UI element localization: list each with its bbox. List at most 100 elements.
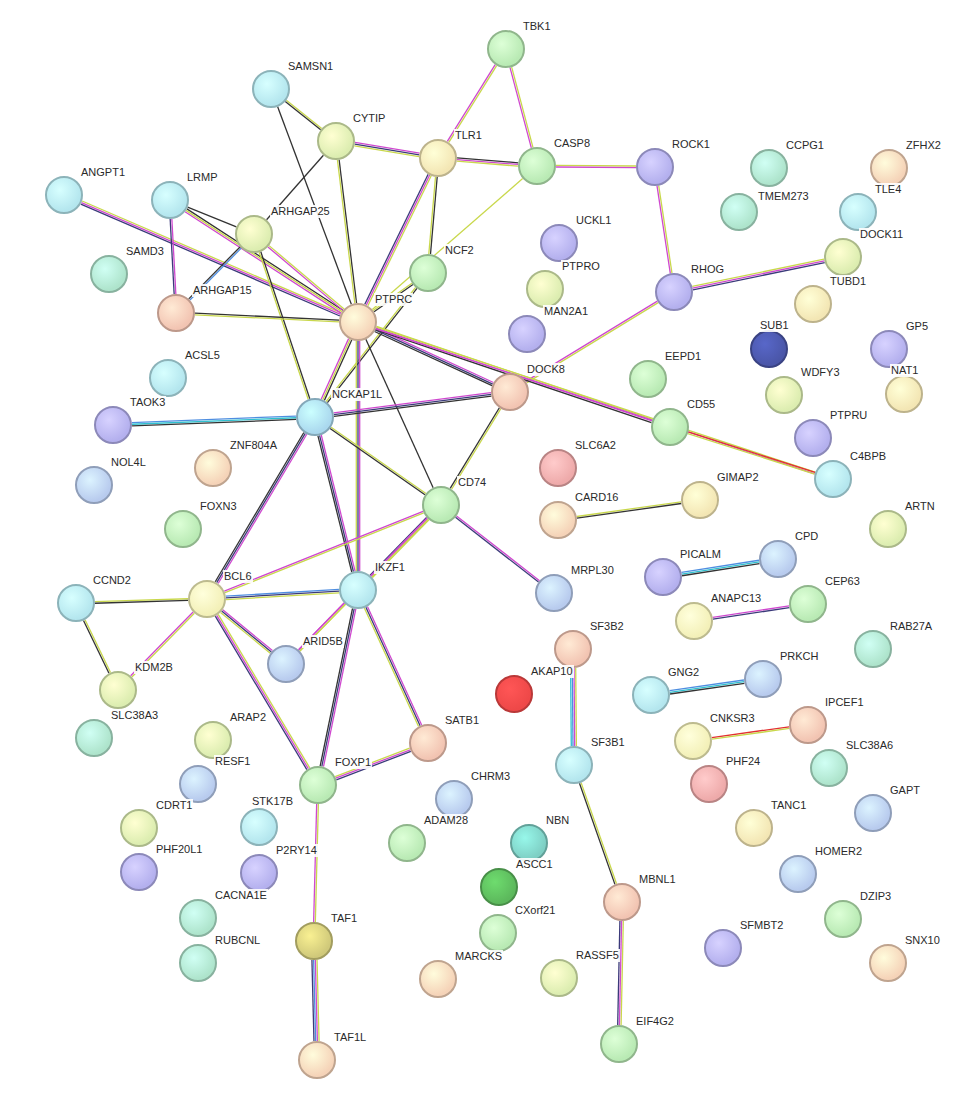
protein-label: ARHGAP15 bbox=[192, 284, 253, 297]
interaction-edge bbox=[337, 160, 356, 303]
protein-node: TAF1 bbox=[295, 922, 333, 960]
interaction-edge bbox=[372, 178, 522, 309]
protein-node: ARHGAP15 bbox=[157, 294, 195, 332]
protein-label: RUBCNL bbox=[214, 934, 261, 947]
protein-node: SF3B2 bbox=[554, 630, 592, 668]
protein-node: MBNL1 bbox=[603, 883, 641, 921]
protein-label: PHF24 bbox=[725, 755, 761, 768]
protein-label: WDFY3 bbox=[800, 366, 841, 379]
edge-strand bbox=[261, 252, 310, 399]
protein-node: DZIP3 bbox=[824, 900, 862, 938]
protein-label: LRMP bbox=[186, 171, 219, 184]
edge-strand bbox=[374, 285, 413, 312]
edge-strand bbox=[682, 560, 759, 572]
protein-node: NCKAP1L bbox=[296, 398, 334, 436]
protein-label: NCF2 bbox=[444, 244, 475, 257]
protein-node: CYTIP bbox=[317, 122, 355, 160]
edge-strand bbox=[224, 511, 423, 591]
edge-strand bbox=[323, 609, 355, 767]
protein-node: PTPRC bbox=[339, 303, 377, 341]
protein-label: NBN bbox=[545, 814, 570, 827]
interaction-edge bbox=[571, 668, 577, 746]
protein-node: CDRT1 bbox=[120, 809, 158, 847]
interaction-edge bbox=[268, 246, 344, 311]
edge-strand bbox=[659, 186, 672, 273]
protein-node: CASP8 bbox=[518, 147, 556, 185]
interaction-edge bbox=[375, 328, 494, 385]
protein-label: DZIP3 bbox=[859, 890, 892, 903]
protein-label: SUB1 bbox=[759, 319, 790, 332]
protein-node: TAOK3 bbox=[94, 406, 132, 444]
edge-strand bbox=[512, 67, 533, 147]
protein-label: PTPRC bbox=[374, 293, 413, 306]
protein-label: PTPRO bbox=[561, 260, 601, 273]
protein-node: CXorf21 bbox=[479, 914, 517, 952]
protein-label: FOXN3 bbox=[199, 500, 238, 513]
edge-strand bbox=[371, 519, 427, 577]
interaction-edge bbox=[670, 680, 745, 694]
protein-node: ASCC1 bbox=[480, 868, 518, 906]
protein-label: ARTN bbox=[904, 500, 936, 513]
protein-label: ANAPC13 bbox=[710, 592, 762, 605]
protein-node: SAMD3 bbox=[90, 255, 128, 293]
edge-strand bbox=[376, 327, 815, 472]
edge-strand bbox=[713, 608, 789, 619]
protein-node: TAF1L bbox=[298, 1041, 336, 1079]
protein-node: IPCEF1 bbox=[789, 706, 827, 744]
edge-strand bbox=[457, 516, 540, 581]
edge-strand bbox=[372, 178, 522, 309]
edge-strand bbox=[575, 668, 577, 746]
edge-strand bbox=[299, 518, 427, 650]
edge-strand bbox=[300, 519, 428, 651]
protein-label: EEPD1 bbox=[664, 350, 702, 363]
interaction-edge bbox=[226, 589, 339, 599]
protein-node: MAN2A1 bbox=[508, 315, 546, 353]
protein-label: DOCK11 bbox=[859, 228, 904, 241]
edge-strand bbox=[223, 610, 273, 651]
protein-label: CDRT1 bbox=[155, 799, 193, 812]
protein-node: RESF1 bbox=[179, 765, 217, 803]
protein-node: TMEM273 bbox=[720, 193, 758, 231]
protein-label: CNKSR3 bbox=[709, 712, 756, 725]
protein-node: SF3B1 bbox=[555, 746, 593, 784]
protein-node: CD74 bbox=[422, 486, 460, 524]
protein-node: BCL6 bbox=[188, 580, 226, 618]
protein-node: TBK1 bbox=[487, 30, 525, 68]
protein-label: TLE4 bbox=[874, 183, 902, 196]
protein-node: PRKCH bbox=[744, 660, 782, 698]
interaction-edge bbox=[618, 921, 624, 1025]
protein-node: PICALM bbox=[644, 558, 682, 596]
interaction-edge bbox=[81, 201, 341, 316]
protein-label: NCKAP1L bbox=[331, 388, 383, 401]
protein-node: CNKSR3 bbox=[674, 722, 712, 760]
edge-strand bbox=[337, 160, 354, 303]
protein-node: GIMAP2 bbox=[681, 481, 719, 519]
protein-node: CCPG1 bbox=[750, 149, 788, 187]
interaction-edge bbox=[579, 783, 616, 885]
edge-strand bbox=[195, 313, 339, 320]
interaction-edge bbox=[429, 177, 437, 254]
protein-label: CYTIP bbox=[352, 112, 386, 125]
protein-node: SNX10 bbox=[869, 944, 907, 982]
edge-strand bbox=[226, 591, 339, 598]
edge-strand bbox=[682, 564, 759, 576]
edge-strand bbox=[259, 252, 308, 399]
protein-node: LRMP bbox=[151, 181, 189, 219]
protein-label: TUBD1 bbox=[829, 275, 867, 288]
protein-node: ANGPT1 bbox=[45, 176, 83, 214]
protein-label: TAF1 bbox=[330, 912, 358, 925]
edge-strand bbox=[83, 620, 108, 673]
protein-label: ZNF804A bbox=[229, 439, 278, 452]
interaction-edge bbox=[132, 416, 296, 426]
interaction-edge bbox=[455, 516, 539, 582]
protein-label: KDM2B bbox=[134, 661, 174, 674]
protein-label: STK17B bbox=[251, 795, 294, 808]
edge-strand bbox=[364, 608, 418, 726]
protein-node: UCKL1 bbox=[540, 224, 578, 262]
edge-strand bbox=[577, 502, 681, 517]
protein-label: MRPL30 bbox=[570, 564, 615, 577]
interaction-edge bbox=[447, 65, 496, 143]
protein-node: RHOG bbox=[655, 273, 693, 311]
protein-node: SLC38A3 bbox=[75, 719, 113, 757]
protein-node: ANAPC13 bbox=[675, 602, 713, 640]
